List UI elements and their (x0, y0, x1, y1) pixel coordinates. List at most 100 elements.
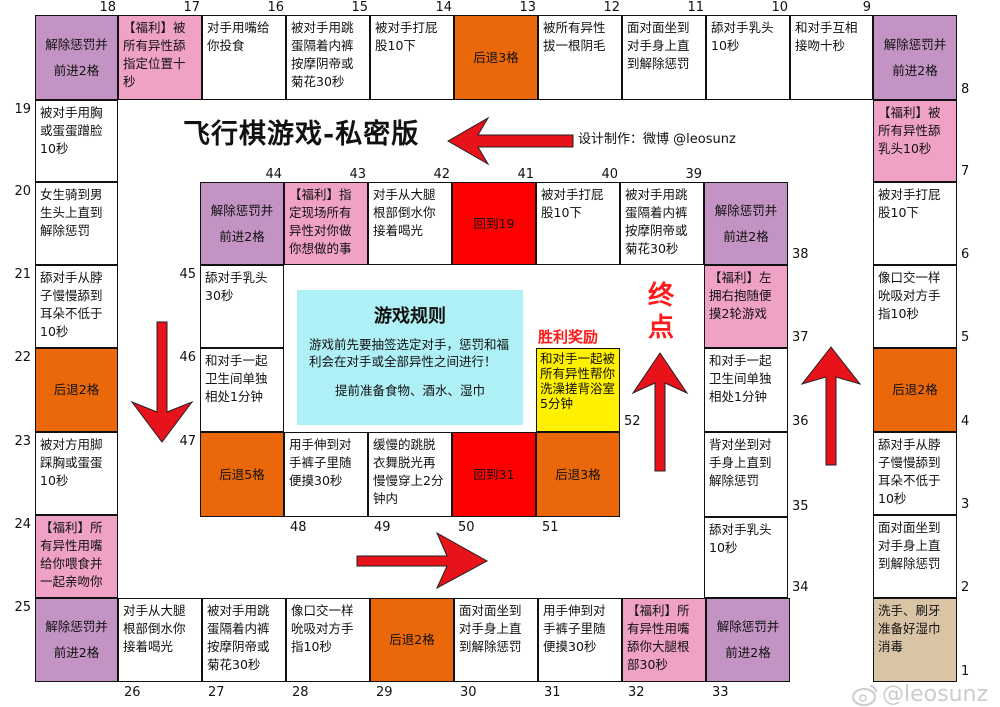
weibo-logo-icon (852, 685, 877, 706)
space-number: 6 (961, 247, 970, 262)
space-text: 对手用嘴给你投食 (207, 20, 270, 53)
space-number: 14 (435, 0, 452, 15)
space-number: 25 (14, 600, 31, 615)
space-text: 被对手打屁股10下 (878, 187, 941, 220)
board-space-40: 被对手打屁股10下 (536, 182, 620, 265)
space-text: 后退3格 (473, 49, 519, 65)
board-space-48: 用手伸到对手裤子里随便摸30秒 (284, 432, 368, 517)
space-number: 49 (374, 520, 391, 535)
space-number: 12 (603, 0, 620, 15)
space-number: 20 (14, 184, 31, 199)
designer-credit: 设计制作：微博 @leosunz (578, 132, 736, 147)
space-text: 被对手用胸或蛋蛋蹭脸10秒 (40, 105, 103, 156)
board-space-7: 【福利】被所有异性舔乳头10秒 (873, 100, 957, 182)
rules-panel: 游戏规则 游戏前先要抽签选定对手，惩罚和福利会在对手或全部异性之间进行！ 提前准… (297, 290, 523, 425)
space-number: 15 (351, 0, 368, 15)
board-space-19: 被对手用胸或蛋蛋蹭脸10秒 (35, 100, 118, 182)
board-space-11: 面对面坐到对手身上直到解除惩罚 (622, 15, 706, 100)
space-text: 解除惩罚并前进2格 (716, 619, 780, 660)
board-space-24: 【福利】所有异性用嘴给你喂食并一起亲吻你 (35, 515, 118, 598)
space-number: 19 (14, 102, 31, 117)
space-number: 26 (124, 685, 141, 700)
space-number: 11 (687, 0, 704, 15)
space-number: 10 (771, 0, 788, 15)
space-text: 女生骑到男生头上直到解除惩罚 (40, 187, 103, 238)
board-space-27: 被对手用跳蛋隔着内裤按摩阴帝或菊花30秒 (202, 598, 286, 682)
space-number: 21 (14, 267, 31, 282)
space-number: 40 (601, 167, 618, 182)
space-text: 【福利】所有异性用嘴舔你大腿根部30秒 (627, 603, 690, 672)
board-space-21: 舔对手从脖子慢慢舔到耳朵不低于10秒 (35, 265, 118, 348)
space-number: 16 (267, 0, 284, 15)
space-number: 38 (792, 247, 809, 262)
space-text: 被所有异性拔一根阴毛 (543, 20, 606, 53)
space-text: 舔对手乳头10秒 (709, 522, 772, 555)
space-number: 5 (961, 330, 970, 345)
board-space-37: 【福利】左拥右抱随便摸2轮游戏 (704, 265, 788, 348)
board-space-18: 解除惩罚并前进2格 (35, 15, 118, 100)
victory-reward-label: 胜利奖励 (538, 328, 599, 346)
space-number: 52 (624, 414, 641, 429)
space-number: 41 (517, 167, 534, 182)
space-number: 3 (961, 497, 970, 512)
space-number: 4 (961, 414, 970, 429)
space-text: 对手从大腿根部倒水你接着喝光 (373, 187, 436, 238)
space-number: 51 (542, 520, 559, 535)
space-text: 解除惩罚并前进2格 (45, 619, 108, 660)
board-space-12: 被所有异性拔一根阴毛 (538, 15, 622, 100)
space-text: 缓慢的跳脱衣舞脱光再慢慢穿上2分钟内 (373, 437, 444, 506)
space-text: 面对面坐到对手身上直到解除惩罚 (878, 520, 941, 571)
space-number: 2 (961, 580, 970, 595)
space-number: 39 (685, 167, 702, 182)
board-space-39: 被对手用跳蛋隔着内裤按摩阴帝或菊花30秒 (620, 182, 704, 265)
board-space-25: 解除惩罚并前进2格 (35, 598, 118, 682)
space-number: 8 (961, 82, 970, 97)
space-text: 被对手用跳蛋隔着内裤按摩阴帝或菊花30秒 (207, 603, 270, 672)
space-text: 面对面坐到对手身上直到解除惩罚 (627, 20, 690, 71)
board-space-29: 后退2格 (370, 598, 454, 682)
space-text: 和对手一起卫生间单独相处1分钟 (205, 353, 268, 404)
board-space-9: 和对手互相接吻十秒 (790, 15, 873, 100)
board-space-45: 舔对手乳头30秒 (200, 265, 284, 348)
arrow-down-icon (130, 321, 194, 443)
arrow-up-icon (631, 352, 689, 472)
board-space-33: 解除惩罚并前进2格 (706, 598, 790, 682)
board-space-15: 被对手用跳蛋隔着内裤按摩阴帝或菊花30秒 (286, 15, 370, 100)
space-text: 解除惩罚并前进2格 (714, 202, 778, 244)
board-space-34: 舔对手乳头10秒 (704, 517, 788, 598)
board-space-46: 和对手一起卫生间单独相处1分钟 (200, 348, 284, 432)
space-text: 背对坐到对手身上直到解除惩罚 (709, 437, 772, 488)
space-text: 面对面坐到对手身上直到解除惩罚 (459, 603, 522, 654)
space-text: 被对手用跳蛋隔着内裤按摩阴帝或菊花30秒 (625, 187, 688, 256)
space-number: 1 (961, 664, 970, 679)
board-space-23: 被对方用脚踩胸或蛋蛋10秒 (35, 432, 118, 515)
space-text: 后退5格 (219, 466, 265, 482)
space-number: 31 (544, 685, 561, 700)
board-space-17: 【福利】被所有异性舔指定位置十秒 (118, 15, 202, 100)
space-text: 被对方用脚踩胸或蛋蛋10秒 (40, 437, 103, 488)
board-space-26: 对手从大腿根部倒水你接着喝光 (118, 598, 202, 682)
space-text: 【福利】左拥右抱随便摸2轮游戏 (709, 270, 772, 321)
board-space-31: 用手伸到对手裤子里随便摸30秒 (538, 598, 622, 682)
watermark: @leosunz (852, 684, 988, 706)
space-text: 后退2格 (53, 382, 100, 397)
space-number: 46 (179, 350, 196, 365)
space-number: 18 (99, 0, 116, 15)
space-number: 32 (628, 685, 645, 700)
space-number: 30 (460, 685, 477, 700)
board-space-20: 女生骑到男生头上直到解除惩罚 (35, 182, 118, 265)
space-text: 舔对手乳头10秒 (711, 20, 774, 53)
space-number: 23 (14, 434, 31, 449)
space-text: 洗手、刷牙准备好湿巾消毒 (878, 603, 941, 654)
board-space-5: 像口交一样吮吸对方手指10秒 (873, 265, 957, 348)
board-space-2: 面对面坐到对手身上直到解除惩罚 (873, 515, 957, 598)
board-space-13: 后退3格 (454, 15, 538, 100)
board-space-47: 后退5格 (200, 432, 284, 517)
space-text: 解除惩罚并前进2格 (45, 36, 108, 78)
board-space-14: 被对手打屁股10下 (370, 15, 454, 100)
space-number: 24 (14, 517, 31, 532)
space-number: 9 (862, 0, 871, 15)
space-text: 解除惩罚并前进2格 (883, 36, 947, 78)
board-space-3: 舔对手从脖子慢慢舔到耳朵不低于10秒 (873, 432, 957, 515)
board-space-41: 回到19 (452, 182, 536, 265)
